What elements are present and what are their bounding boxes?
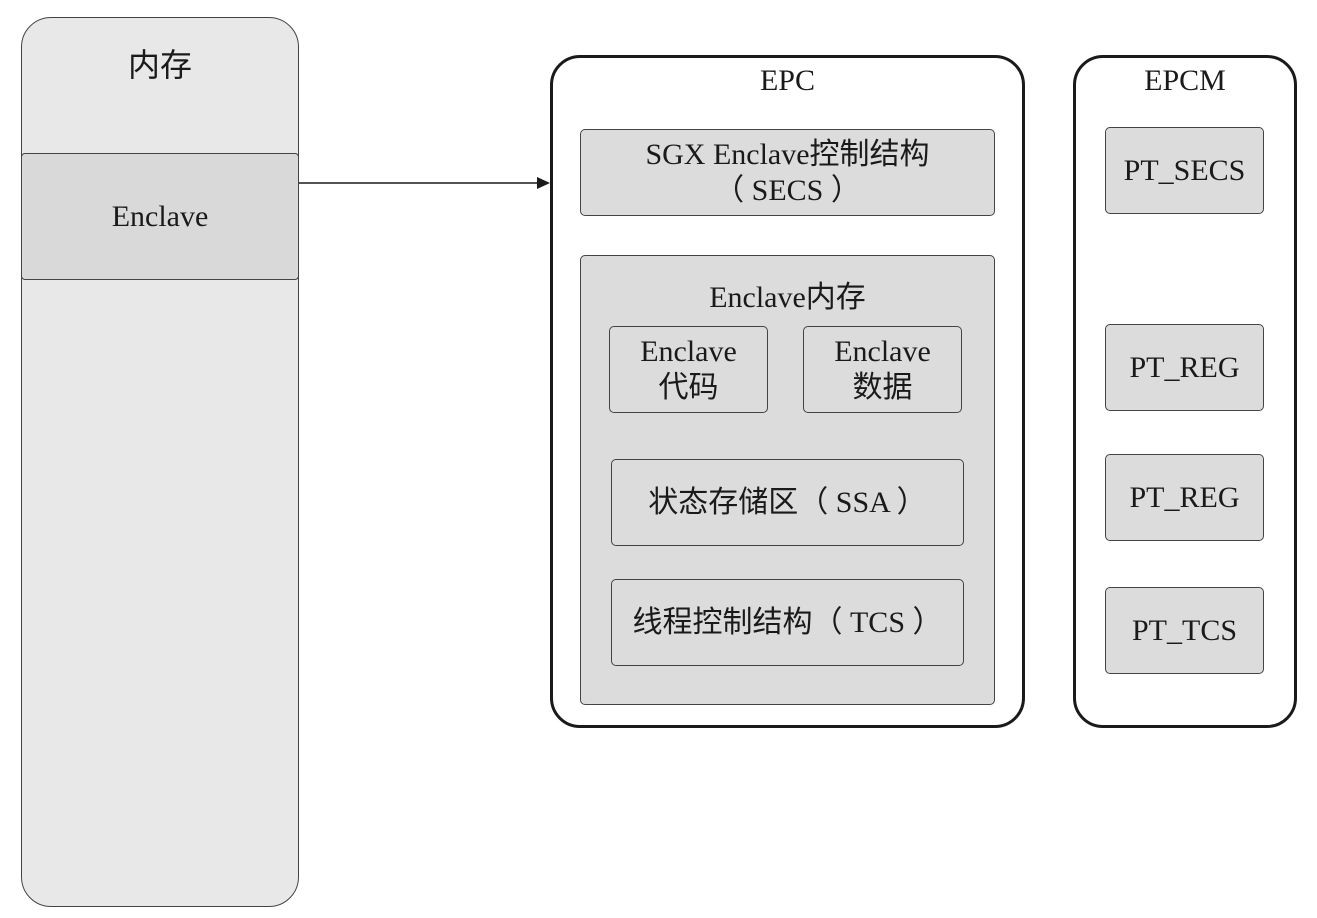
memory-enclave-region: Enclave (21, 153, 299, 280)
enclave-memory-title: Enclave内存 (709, 281, 866, 314)
secs-label-line1: SGX Enclave控制结构 (645, 137, 930, 171)
epcm-entry: PT_REG (1105, 324, 1264, 411)
secs-label-line2: （ SECS ） (714, 173, 861, 207)
memory-title: 内存 (127, 47, 192, 83)
enclave-code-line1: Enclave (640, 334, 737, 368)
enclave-data-box: Enclave 数据 (803, 326, 962, 413)
ssa-label: 状态存储区（ SSA ） (648, 485, 927, 519)
tcs-label: 线程控制结构（ TCS ） (632, 605, 943, 639)
tcs-box: 线程控制结构（ TCS ） (611, 579, 964, 666)
epcm-entry: PT_TCS (1105, 587, 1264, 674)
ssa-box: 状态存储区（ SSA ） (611, 459, 964, 546)
epcm-entry-label: PT_SECS (1123, 153, 1246, 187)
epcm-entry: PT_SECS (1105, 127, 1264, 214)
enclave-code-line2: 代码 (658, 370, 719, 404)
enclave-data-line2: 数据 (852, 370, 913, 404)
enclave-code-box: Enclave 代码 (609, 326, 768, 413)
epcm-entry: PT_REG (1105, 454, 1264, 541)
epcm-title: EPCM (1144, 64, 1226, 97)
enclave-data-line1: Enclave (834, 334, 931, 368)
epcm-entry-label: PT_TCS (1131, 613, 1238, 647)
secs-box: SGX Enclave控制结构 （ SECS ） (580, 129, 995, 216)
epc-title: EPC (759, 64, 816, 97)
epcm-entry-label: PT_REG (1129, 350, 1240, 384)
epcm-entry-label: PT_REG (1129, 480, 1240, 514)
memory-enclave-label: Enclave (111, 199, 209, 233)
